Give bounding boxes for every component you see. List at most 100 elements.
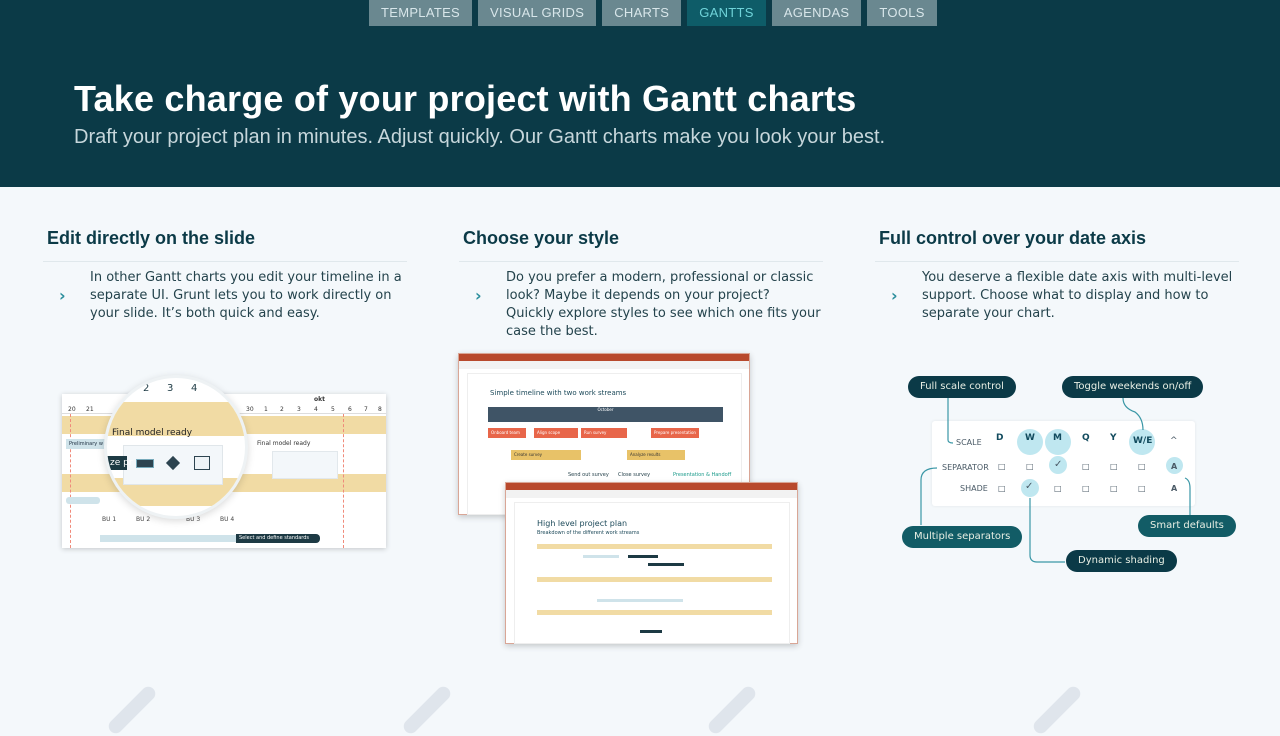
scale-quarter[interactable]: Q (1082, 433, 1090, 443)
day-label: 4 (314, 406, 318, 413)
chevron-up-icon[interactable]: ^ (1170, 436, 1178, 446)
chevron-right-icon[interactable]: › (59, 286, 66, 305)
background-decoration (105, 683, 159, 736)
scale-day[interactable]: D (996, 433, 1004, 443)
day-label: 21 (86, 406, 94, 413)
callout-smart-defaults: Smart defaults (1138, 515, 1236, 537)
milestone-label: Presentation & Handoff (673, 472, 732, 478)
row-label: SEPARATOR (942, 463, 989, 472)
nav-tools[interactable]: TOOLS (867, 0, 937, 26)
chevron-right-icon[interactable]: › (891, 286, 898, 305)
callout-separators: Multiple separators (902, 526, 1023, 548)
feature-axis: Full control over your date axis › You d… (875, 228, 1239, 321)
slide-title: Simple timeline with two work streams (490, 389, 627, 397)
callout-connectors (920, 397, 1191, 563)
day-label: 4 (191, 383, 198, 394)
scale-month[interactable]: M (1053, 433, 1062, 443)
page-title: Take charge of your project with Gantt c… (74, 78, 857, 119)
chevron-right-icon[interactable]: › (475, 286, 482, 305)
background-decoration (1030, 683, 1084, 736)
checkbox[interactable]: □ (1082, 462, 1090, 471)
slide-subtitle: Breakdown of the different work streams (537, 530, 640, 536)
task-bar[interactable]: Select and define standards (236, 534, 320, 543)
check-icon[interactable]: ✓ (1025, 481, 1034, 492)
day-label: 3 (297, 406, 301, 413)
task-bar: Align scope (534, 428, 578, 438)
checkbox[interactable]: □ (1110, 462, 1118, 471)
bu-label: BU 2 (136, 516, 151, 523)
callout-shape-icon[interactable] (194, 456, 210, 470)
scale-week[interactable]: W (1025, 433, 1035, 443)
feature-text: In other Gantt charts you edit your time… (90, 270, 402, 321)
smart-default-toggle[interactable]: A (1171, 462, 1178, 471)
nav-agendas[interactable]: AGENDAS (771, 0, 862, 26)
scale-year[interactable]: Y (1110, 433, 1117, 443)
checkbox[interactable]: □ (1082, 484, 1090, 493)
checkbox[interactable]: □ (1138, 484, 1146, 493)
check-icon[interactable]: ✓ (1054, 459, 1063, 470)
feature-edit: Edit directly on the slide › In other Ga… (43, 228, 407, 321)
checkbox[interactable]: □ (1054, 484, 1062, 493)
scale-weekends[interactable]: W/E (1133, 436, 1153, 446)
callout-shading: Dynamic shading (1066, 550, 1177, 572)
day-label: 2 (143, 383, 150, 394)
day-label: 7 (364, 406, 368, 413)
day-label: 30 (246, 406, 254, 413)
callout-weekends: Toggle weekends on/off (1062, 376, 1204, 398)
milestone-label: Send out survey (568, 472, 609, 478)
feature-text: You deserve a flexible date axis with mu… (922, 270, 1233, 321)
task-bar: Analyze results (627, 450, 685, 460)
task-bar[interactable]: Preliminary w (66, 439, 106, 449)
day-label: 6 (348, 406, 352, 413)
checkbox[interactable]: □ (1110, 484, 1118, 493)
feature-style: Choose your style › Do you prefer a mode… (459, 228, 823, 339)
day-label: 5 (331, 406, 335, 413)
smart-default-toggle[interactable]: A (1171, 484, 1178, 493)
task-bar: Create survey (511, 450, 581, 460)
bu-label: BU 1 (102, 516, 117, 523)
milestone-label: Final model ready (257, 440, 311, 447)
milestone-label: Close survey (618, 472, 651, 478)
slide-month: October (488, 407, 723, 422)
page-subtitle: Draft your project plan in minutes. Adju… (74, 126, 886, 148)
task-bar[interactable]: ze pr (107, 456, 133, 470)
diamond-shape-icon[interactable] (165, 455, 181, 471)
date-axis-panel: SCALE SEPARATOR SHADE D W M Q Y W/E ^ ✓ … (932, 421, 1195, 506)
task-bar: Onboard team (488, 428, 526, 438)
day-label: 3 (167, 383, 174, 394)
day-label: 8 (378, 406, 382, 413)
day-label: 2 (280, 406, 284, 413)
feature-title: Edit directly on the slide (43, 228, 407, 262)
month-label: okt (314, 396, 325, 403)
row-label: SCALE (956, 438, 982, 447)
task-bar: Run survey (581, 428, 627, 438)
day-label: 1 (264, 406, 268, 413)
day-label: 20 (68, 406, 76, 413)
checkbox[interactable]: □ (998, 484, 1006, 493)
row-label: SHADE (960, 484, 988, 493)
callout-full-scale: Full scale control (908, 376, 1016, 398)
milestone-label: Final model ready (112, 428, 193, 438)
nav-gantts[interactable]: GANTTS (687, 0, 766, 26)
background-decoration (705, 683, 759, 736)
slide-title: High level project plan (537, 519, 628, 528)
bu-label: BU 3 (186, 516, 201, 523)
shape-picker (123, 445, 223, 485)
bu-label: BU 4 (220, 516, 235, 523)
magnifier-lens: 2 3 4 Final model ready ze pr (104, 375, 248, 519)
checkbox[interactable]: □ (1138, 462, 1146, 471)
nav-visual-grids[interactable]: VISUAL GRIDS (478, 0, 597, 26)
slide-window-plan: High level project plan Breakdown of the… (505, 482, 798, 644)
bar-shape-icon[interactable] (136, 459, 154, 468)
hero-banner: TEMPLATES VISUAL GRIDS CHARTS GANTTS AGE… (0, 0, 1280, 187)
feature-text: Do you prefer a modern, professional or … (506, 270, 821, 339)
background-decoration (400, 683, 454, 736)
checkbox[interactable]: □ (998, 462, 1006, 471)
feature-title: Choose your style (459, 228, 823, 262)
feature-title: Full control over your date axis (875, 228, 1239, 262)
nav-templates[interactable]: TEMPLATES (369, 0, 473, 26)
task-bar: Prepare presentation (651, 428, 699, 438)
top-nav: TEMPLATES VISUAL GRIDS CHARTS GANTTS AGE… (369, 0, 937, 26)
checkbox[interactable]: □ (1026, 462, 1034, 471)
nav-charts[interactable]: CHARTS (602, 0, 682, 26)
